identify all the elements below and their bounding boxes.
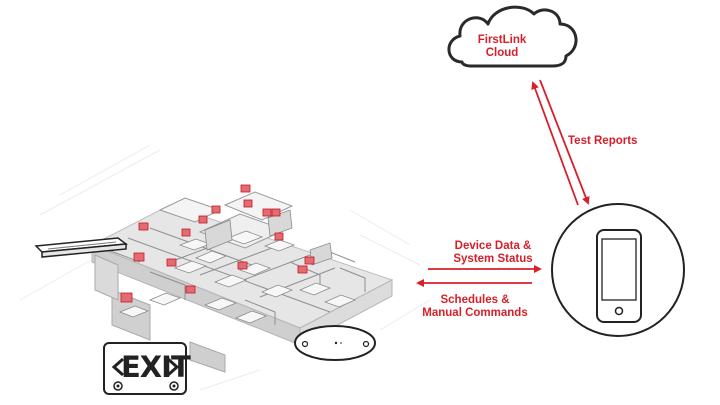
emergency-device-icon — [274, 232, 284, 241]
background-grid — [19, 144, 431, 391]
emergency-device-icon — [185, 285, 196, 294]
side-wall-2 — [94, 254, 119, 301]
ceiling-sensor-icon — [294, 325, 376, 361]
exit-right-arrow-icon — [167, 357, 180, 377]
cloud-icon — [447, 5, 578, 68]
smartphone-icon — [551, 203, 685, 337]
schedules-label: Schedules & Manual Commands — [414, 294, 536, 320]
emergency-device-icon — [133, 252, 145, 262]
emergency-device-icon — [120, 292, 133, 303]
emergency-devices — [120, 184, 315, 303]
emergency-device-icon — [297, 265, 308, 274]
cloud-label-line1: FirstLink — [477, 34, 527, 46]
cloud-label-line2: Cloud — [485, 47, 519, 59]
device-data-line2: System Status — [453, 253, 533, 265]
light-fixture-icon — [34, 237, 129, 258]
schedules-line2: Manual Commands — [422, 307, 528, 319]
device-data-line1: Device Data & — [454, 240, 532, 252]
test-reports-label: Test Reports — [568, 135, 638, 147]
exit-left-arrow-icon — [111, 357, 124, 377]
exit-sign-icon — [103, 342, 187, 395]
cloud-label: FirstLink Cloud — [462, 34, 542, 60]
emergency-device-icon — [211, 205, 221, 214]
emergency-device-icon — [166, 258, 177, 267]
emergency-device-icon — [240, 184, 251, 193]
emergency-device-icon — [262, 208, 272, 217]
emergency-device-icon — [243, 199, 253, 208]
data-flow-arrows — [416, 79, 590, 287]
test-reports-arrow-down — [539, 79, 590, 205]
test-reports-arrow-up — [531, 81, 579, 206]
emergency-device-icon — [271, 208, 281, 217]
front-panel — [189, 341, 226, 373]
emergency-device-icon — [181, 228, 191, 237]
emergency-device-icon — [304, 256, 315, 265]
device-data-label: Device Data & System Status — [438, 240, 548, 266]
emergency-device-icon — [237, 261, 248, 270]
schedules-line1: Schedules & — [440, 294, 510, 306]
emergency-device-icon — [198, 215, 208, 224]
emergency-device-icon — [138, 222, 149, 231]
floor-plan — [90, 191, 394, 373]
exit-sign-text: EXIT — [121, 350, 191, 384]
